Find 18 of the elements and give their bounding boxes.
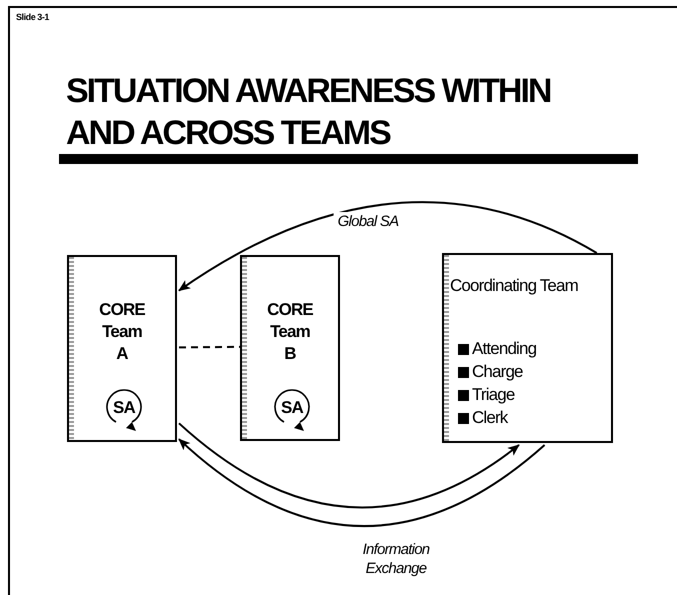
team-box — [442, 253, 613, 443]
team-name: CORE Team A — [98, 299, 146, 365]
role-item: Triage — [472, 384, 514, 406]
team-box — [240, 255, 340, 441]
team-heading: Coordinating Team — [450, 275, 579, 296]
slide-number: Slide 3-1 — [16, 11, 49, 24]
role-item: Attending — [472, 338, 536, 360]
team-box — [67, 255, 177, 442]
curved-arrow — [178, 201, 598, 292]
dashed-connector — [178, 346, 240, 348]
team-name: CORE Team B — [266, 299, 314, 365]
role-item: Clerk — [472, 407, 508, 430]
sa-label: SA — [280, 397, 304, 419]
slide-title: SITUATION AWARENESS WITHIN AND ACROSS TEAMS — [66, 71, 552, 154]
curved-arrow — [178, 422, 520, 508]
role-item: Charge — [472, 361, 523, 384]
sa-label: SA — [112, 397, 136, 419]
curved-arrow — [178, 438, 546, 527]
